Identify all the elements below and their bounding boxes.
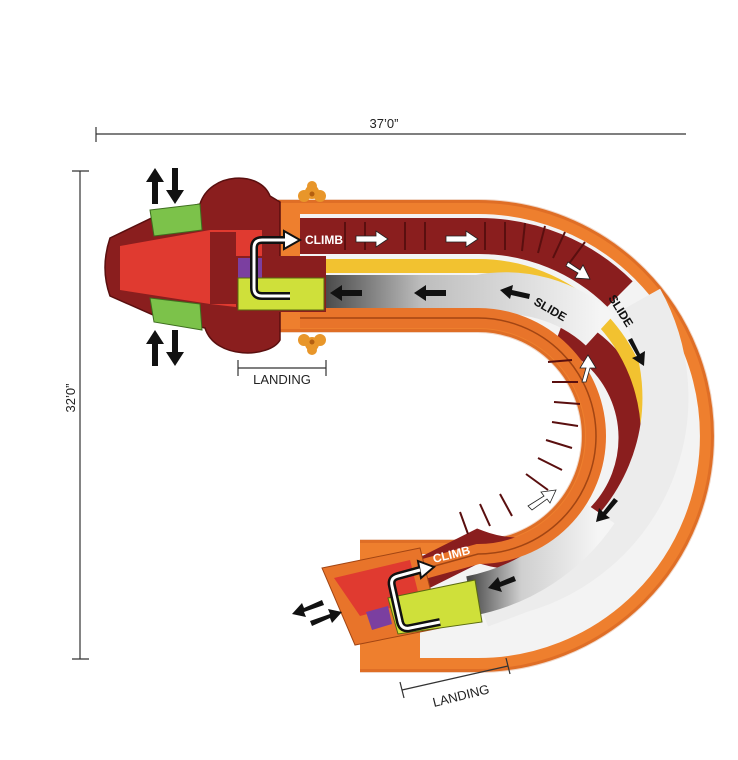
exit-arrows [292, 600, 342, 626]
slide-arrows-top [330, 285, 645, 592]
entry-arrows-top [146, 168, 184, 204]
entry-arrows-bottom [146, 330, 184, 366]
climb-arrows-top [355, 230, 591, 280]
floral-decoration-top [298, 181, 326, 202]
slide-surface-top [325, 272, 615, 346]
climb-curved-arrow-top [250, 229, 303, 300]
landing-area-top [236, 256, 326, 312]
height-dimension: 32’0” [63, 170, 89, 660]
climb-curved-arrow-bottom [387, 559, 441, 633]
green-panel-top [149, 203, 203, 237]
width-label: 37’0” [370, 116, 399, 131]
width-dimension: 37’0” [95, 116, 686, 142]
floral-decoration-bottom [298, 334, 326, 355]
climb-rungs-inner [459, 359, 581, 535]
landing-label-bottom: LANDING [431, 681, 491, 710]
height-label: 32’0” [63, 384, 78, 413]
green-panel-bottom [149, 297, 203, 331]
inner-wall [300, 308, 606, 580]
climb-label-top: CLIMB [305, 233, 343, 247]
landing-bracket-top: LANDING [237, 360, 327, 387]
landing-label-top: LANDING [253, 372, 311, 387]
climb-rungs-top [344, 222, 586, 266]
climb-ramp-top [300, 217, 633, 308]
slide-surface-bottom [465, 500, 615, 616]
climb-arrows-inner [527, 354, 597, 511]
